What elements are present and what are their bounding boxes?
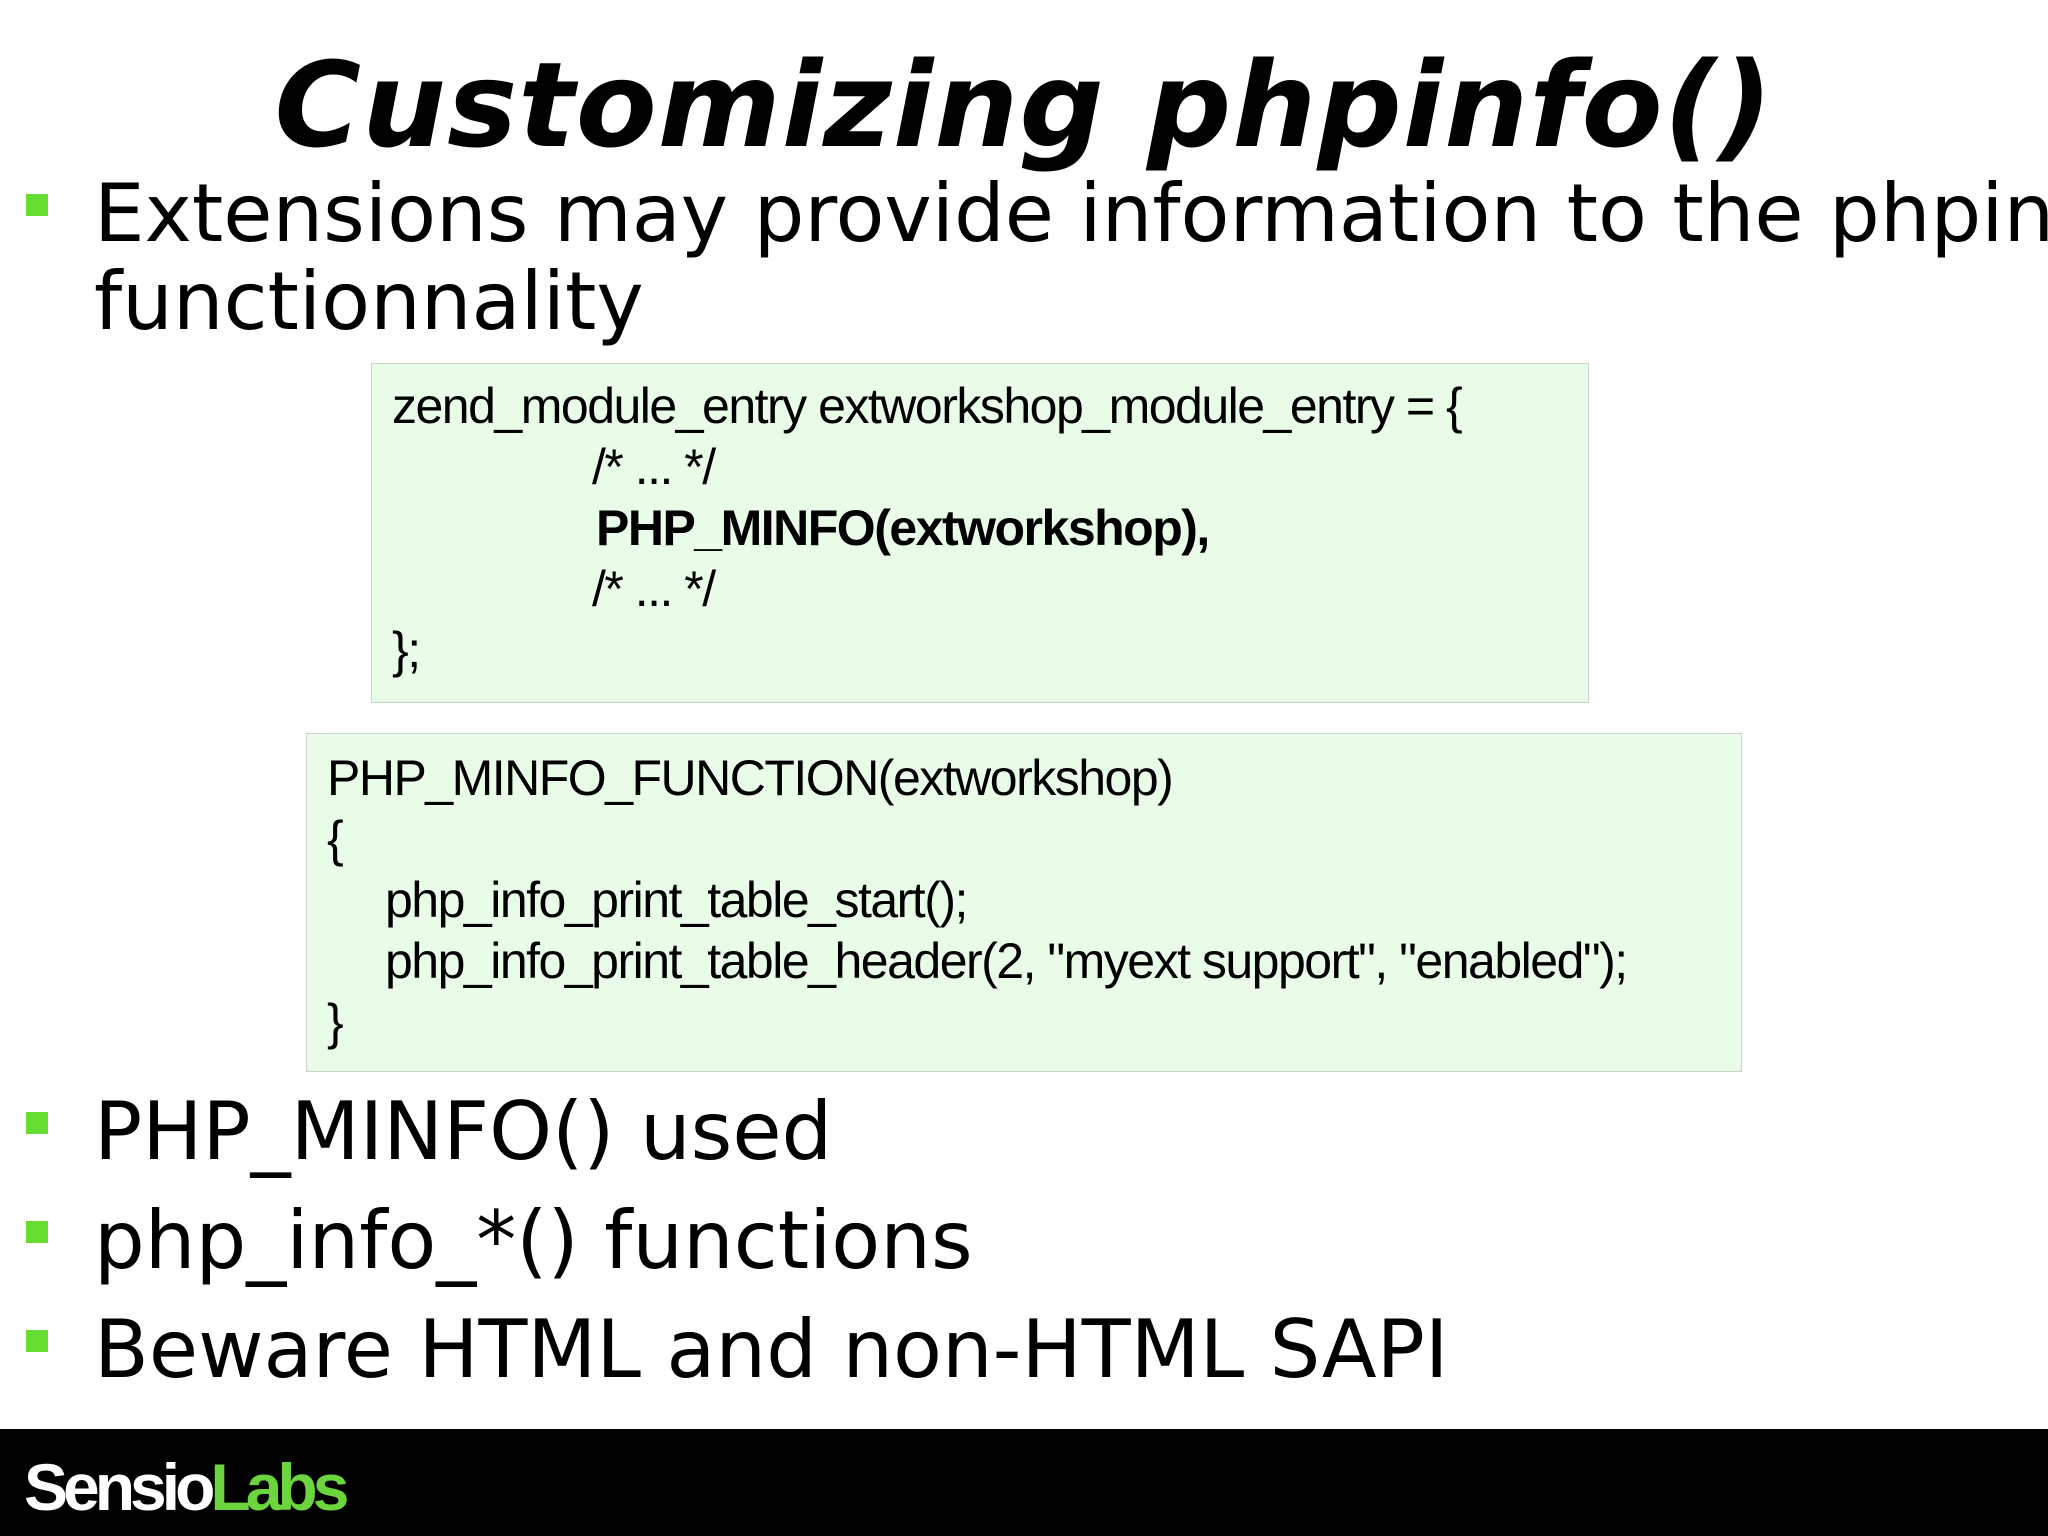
code-line: } — [327, 994, 344, 1050]
code-box-module-entry: zend_module_entry extworkshop_module_ent… — [371, 363, 1589, 703]
code-line: { — [327, 811, 344, 867]
bullet-marker — [26, 1221, 48, 1243]
code-line: }; — [392, 622, 421, 678]
code-line: php_info_print_table_start(); — [385, 872, 968, 928]
code-line: PHP_MINFO_FUNCTION(extworkshop) — [327, 750, 1174, 806]
code-line: zend_module_entry extworkshop_module_ent… — [392, 378, 1463, 434]
bullet-marker — [26, 1112, 48, 1134]
code-line: php_info_print_table_header(2, "myext su… — [385, 933, 1628, 989]
code-line: /* ... */ — [592, 439, 716, 495]
bullet-marker — [26, 194, 48, 216]
bullet-text: Extensions may provide information to th… — [94, 167, 2048, 260]
sensiolabs-logo: SensioLabs — [24, 1447, 349, 1527]
bullet-text-continued: functionnality — [94, 255, 644, 348]
bullet-text: PHP_MINFO() used — [94, 1085, 833, 1178]
bullet-text: php_info_*() functions — [94, 1194, 973, 1287]
code-line-highlight: PHP_MINFO(extworkshop), — [596, 500, 1210, 556]
code-box-minfo-function: PHP_MINFO_FUNCTION(extworkshop) { php_in… — [306, 733, 1742, 1072]
bullet-text: Beware HTML and non-HTML SAPI — [94, 1303, 1449, 1396]
code-line: /* ... */ — [592, 561, 716, 617]
logo-labs: Labs — [210, 1450, 349, 1524]
bullet-marker — [26, 1330, 48, 1352]
logo-sensio: Sensio — [24, 1450, 215, 1524]
slide-title: Customizing phpinfo() — [274, 36, 1774, 174]
footer-bar: SensioLabs — [0, 1429, 2048, 1536]
